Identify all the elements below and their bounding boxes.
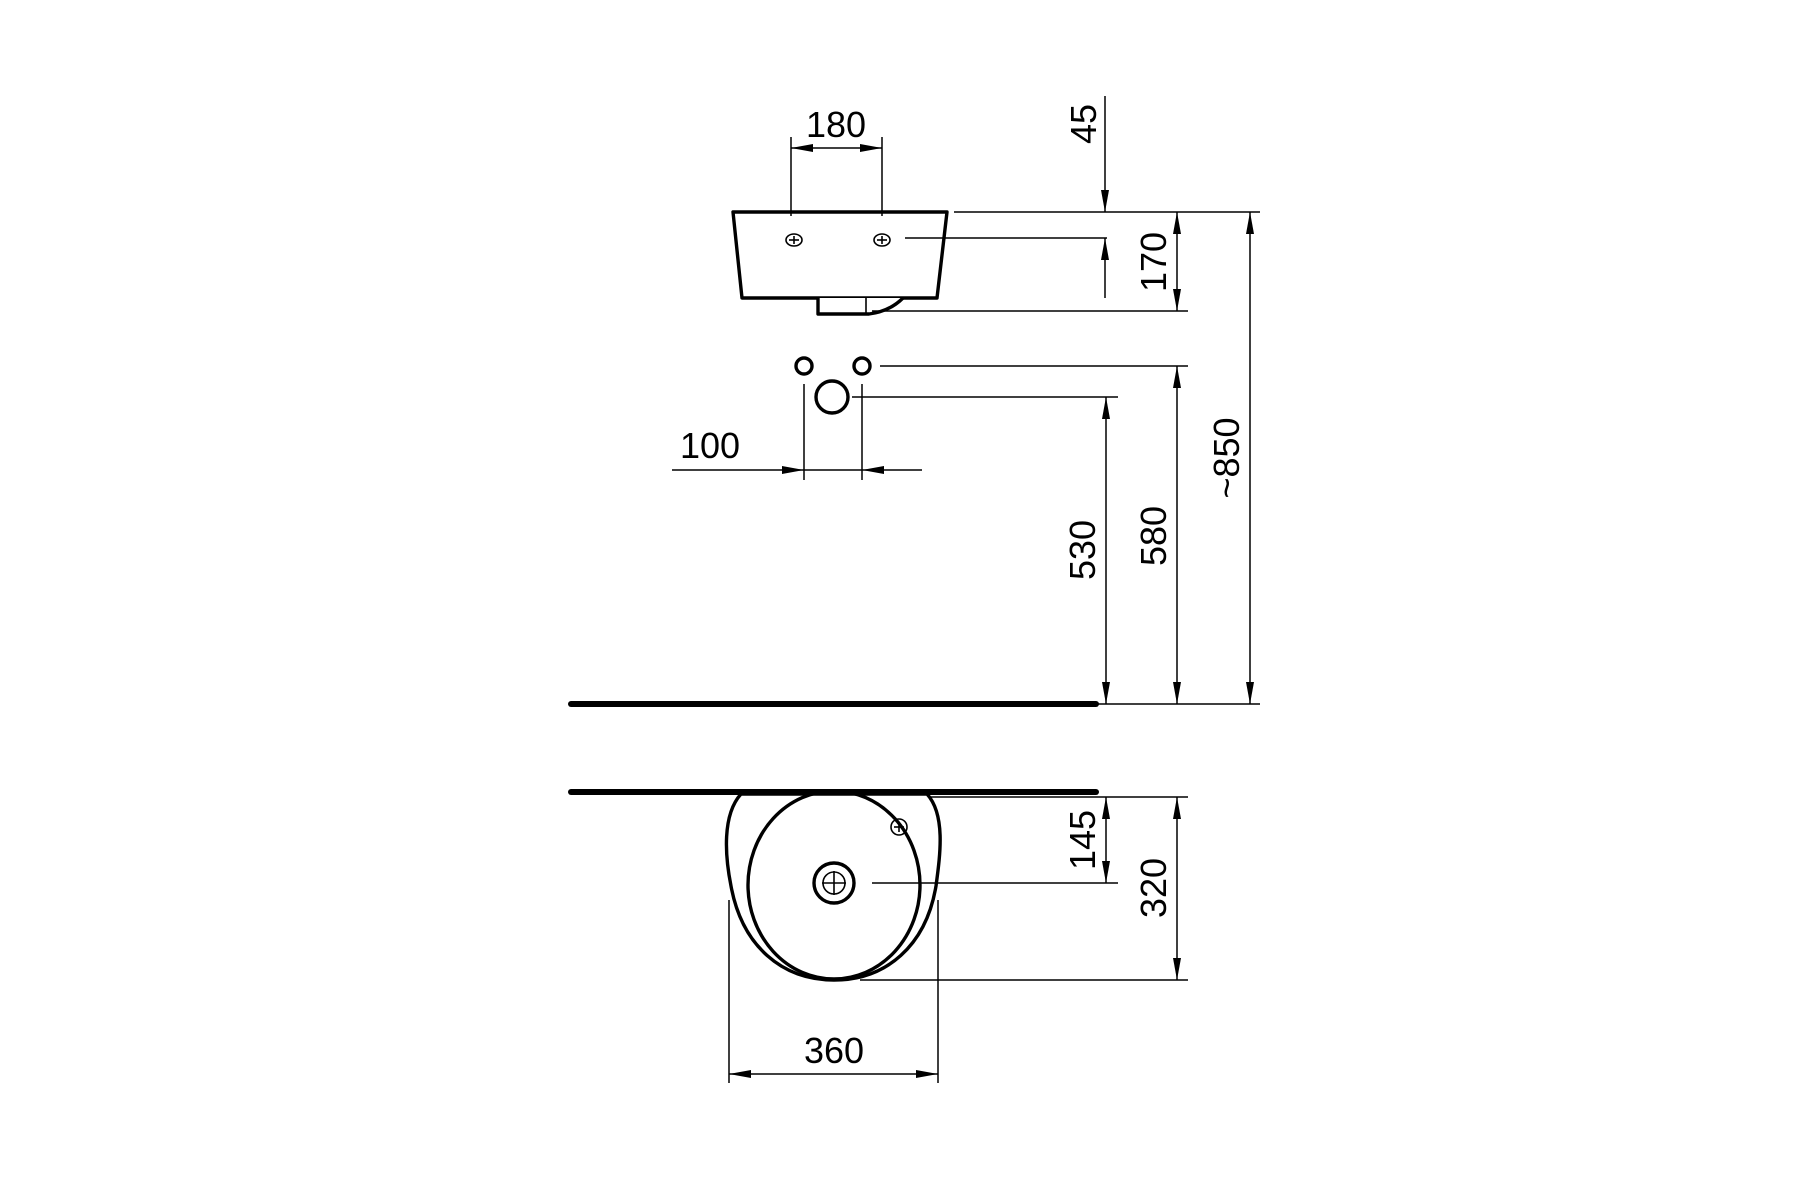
- dim-basin-height: 170: [872, 212, 1188, 312]
- dim-label-45: 45: [1063, 104, 1104, 144]
- dim-waste-height: 530: [852, 396, 1118, 704]
- basin-front-outline: [731, 210, 949, 300]
- dim-basin-width: 360: [728, 900, 939, 1083]
- dim-label-850: ~850: [1206, 417, 1247, 498]
- dim-supply-height: 580: [880, 365, 1188, 704]
- dim-top-offset: 45: [905, 96, 1260, 298]
- fixing-hole-left-icon: [785, 233, 803, 247]
- waste-trap-outline: [816, 296, 905, 316]
- dim-label-360: 360: [804, 1030, 864, 1071]
- dim-label-580: 580: [1133, 506, 1174, 566]
- dim-supply-spacing: 100: [672, 384, 922, 480]
- dim-label-530: 530: [1062, 520, 1103, 580]
- dim-drain-offset: 145: [872, 796, 1188, 884]
- supply-right-icon: [852, 356, 872, 376]
- fixing-hole-right-icon: [873, 233, 891, 247]
- front-elevation-view: [731, 210, 949, 316]
- bowl-inner-outline: [746, 789, 922, 981]
- dim-label-180: 180: [806, 104, 866, 145]
- connection-points-view: [794, 356, 872, 415]
- dim-label-100: 100: [680, 425, 740, 466]
- plan-view: [724, 789, 942, 982]
- drain-icon: [812, 861, 856, 905]
- dim-tap-hole-spacing: 180: [790, 104, 883, 216]
- supply-left-icon: [794, 356, 814, 376]
- dim-label-170: 170: [1133, 232, 1174, 292]
- dim-label-320: 320: [1133, 858, 1174, 918]
- tap-hole-icon: [890, 818, 908, 836]
- dim-label-145: 145: [1062, 810, 1103, 870]
- dim-overall-height: ~850: [1206, 212, 1254, 704]
- waste-outlet-icon: [814, 379, 850, 415]
- dim-basin-depth: 320: [860, 797, 1188, 981]
